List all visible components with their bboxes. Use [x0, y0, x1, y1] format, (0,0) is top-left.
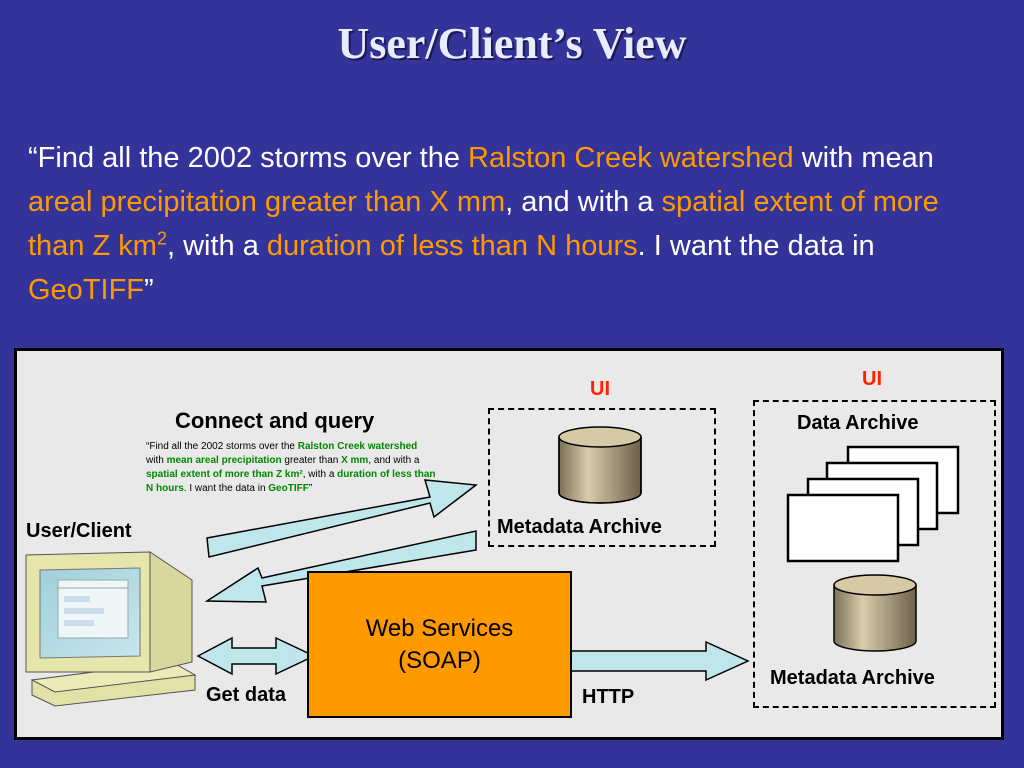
- http-arrow: [569, 640, 750, 682]
- query-quote: “Find all the 2002 storms over the Ralst…: [28, 142, 939, 306]
- slide-title: User/Client’s View: [337, 19, 687, 68]
- data-archive-label: Data Archive: [797, 412, 919, 434]
- query-arrow: [206, 479, 478, 558]
- get-data-arrow: [196, 636, 316, 676]
- metadata-archive-label-1: Metadata Archive: [497, 516, 662, 538]
- metadata-ui-box: [488, 408, 716, 547]
- web-services-title: Web Services: [365, 614, 514, 642]
- mini-query-text: “Find all the 2002 storms over the Ralst…: [146, 441, 436, 494]
- user-client-label: User/Client: [26, 520, 132, 542]
- response-arrow: [204, 530, 477, 603]
- metadata-archive-label-2: Metadata Archive: [770, 667, 935, 689]
- http-label: HTTP: [582, 686, 635, 708]
- data-archive-documents: [786, 445, 960, 563]
- ui-label-data-archive: UI: [862, 368, 882, 390]
- get-data-label: Get data: [206, 684, 287, 706]
- web-services-protocol: (SOAP): [398, 646, 481, 674]
- metadata-archive-cylinder-1: [558, 426, 642, 504]
- metadata-archive-cylinder-2: [833, 574, 917, 652]
- computer-icon: [25, 551, 197, 707]
- web-services-box: Web Services (SOAP): [307, 571, 572, 718]
- connect-query-label: Connect and query: [175, 408, 375, 433]
- ui-label-metadata: UI: [590, 378, 610, 400]
- data-archive-ui-box: [753, 400, 996, 708]
